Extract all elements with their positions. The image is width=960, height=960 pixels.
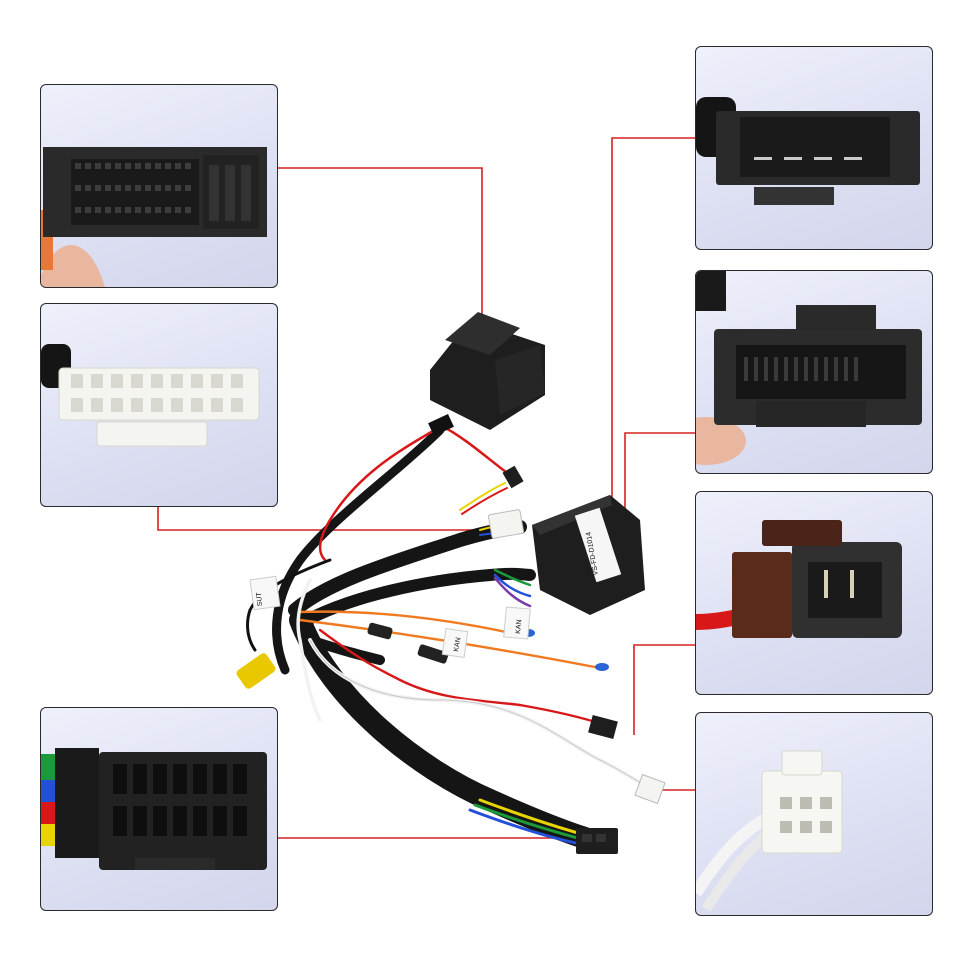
- black-multipin-connector-image: [41, 147, 267, 287]
- tag-upper-text: SUT: [256, 591, 264, 606]
- white-small-connector-image: [696, 750, 843, 912]
- tag-mid-text: KAN: [515, 619, 523, 634]
- tag-lower-text: KAN: [453, 637, 462, 652]
- large-black-connector-image: [696, 271, 922, 465]
- inset-black-16pin-connector: [40, 707, 278, 911]
- control-module: [532, 495, 645, 615]
- black-16pin-connector-image: [41, 748, 267, 870]
- small-connectors: [236, 465, 666, 854]
- small-black-connector-image: [696, 97, 920, 205]
- wire-tags: [249, 575, 531, 658]
- leader-lines: [157, 137, 695, 839]
- brown-2pin-connector-image: [696, 520, 902, 638]
- top-black-connector: [428, 312, 545, 436]
- inset-white-small-connector: [695, 712, 933, 916]
- braided-sleeves: [272, 425, 596, 849]
- inset-large-black-connector: [695, 270, 933, 474]
- white-connector-image: [41, 344, 260, 447]
- inset-brown-2pin-connector: [695, 491, 933, 695]
- inset-white-connector: [40, 303, 278, 507]
- inset-small-black-connector: [695, 46, 933, 250]
- inset-black-multipin-connector: [40, 84, 278, 288]
